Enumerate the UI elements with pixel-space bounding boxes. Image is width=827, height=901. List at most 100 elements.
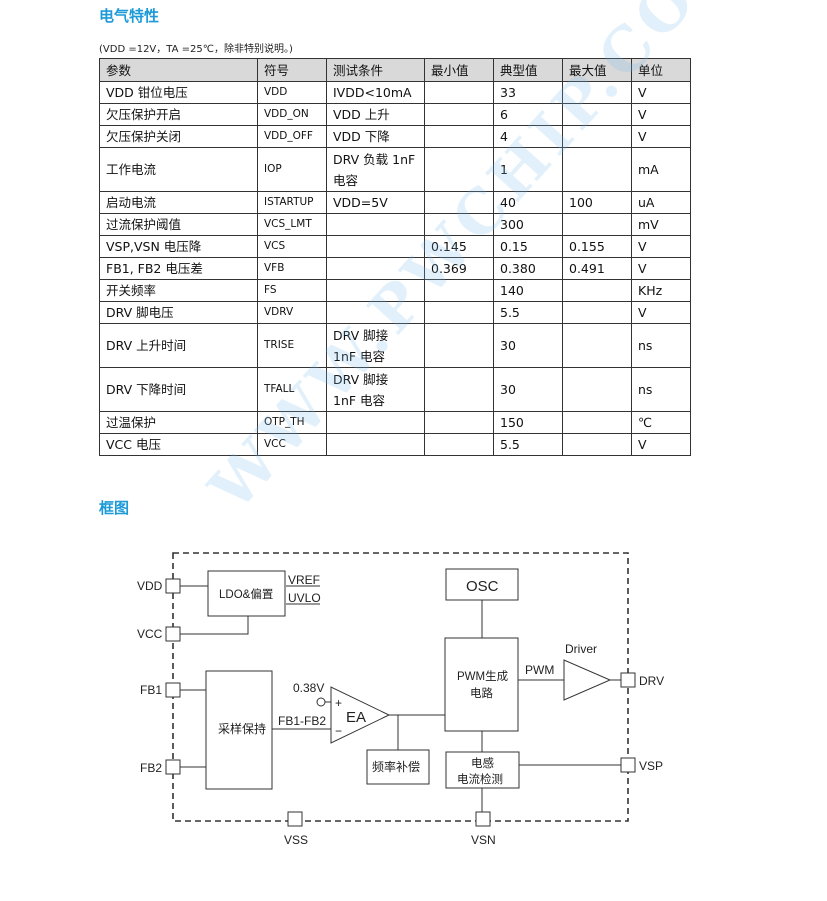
ea-amplifier [330, 686, 391, 744]
ref-voltage-label: 0.38V [293, 681, 324, 695]
ldo-block [207, 570, 286, 617]
cell-unit: mA [631, 147, 691, 192]
wire-vcc-ldo [180, 616, 249, 635]
cell-sym: OTP_TH [257, 411, 327, 434]
table-header-row: 参数符号测试条件最小值典型值最大值单位 [99, 58, 691, 82]
cell-cond-line1: DRV 负载 1nF [333, 151, 416, 167]
pin-vsp [620, 757, 636, 773]
cell-sym: VDD_ON [257, 103, 327, 126]
cell-cond [326, 411, 425, 434]
cell-max [562, 279, 632, 302]
pin-label-fb1: FB1 [140, 683, 162, 697]
block-diagram: VDD VCC FB1 FB2 VSS VSN DRV VSP LDO&偏置 V… [137, 552, 664, 847]
cell-param: DRV 上升时间 [99, 323, 258, 368]
test-conditions-note: (VDD =12V，TA =25℃，除非特别说明。) [99, 44, 293, 55]
cell-cond [326, 279, 425, 302]
cell-sym: TFALL [257, 367, 327, 412]
cell-sym: VDD [257, 81, 327, 104]
cell-cond: VDD 上升 [326, 103, 425, 126]
pin-label-vsp: VSP [639, 759, 663, 773]
column-header: 最大值 [562, 58, 632, 82]
cell-typ: 0.380 [493, 257, 563, 280]
cell-typ: 0.15 [493, 235, 563, 258]
cell-min [424, 147, 494, 192]
cell-param: DRV 下降时间 [99, 367, 258, 412]
cell-sym: TRISE [257, 323, 327, 368]
column-header: 典型值 [493, 58, 563, 82]
cell-typ: 300 [493, 213, 563, 236]
pin-label-vdd: VDD [137, 579, 163, 593]
cell-param: VSP,VSN 电压降 [99, 235, 258, 258]
column-header: 单位 [631, 58, 691, 82]
pin-label-drv: DRV [639, 674, 664, 688]
cell-typ: 5.5 [493, 433, 563, 456]
pin-fb2 [165, 759, 181, 775]
cell-typ: 40 [493, 191, 563, 214]
column-header: 符号 [257, 58, 327, 82]
cell-unit: V [631, 433, 691, 456]
ea-plus: + [335, 696, 342, 710]
cell-param: VCC 电压 [99, 433, 258, 456]
pin-label-fb2: FB2 [140, 761, 162, 775]
cell-min [424, 367, 494, 412]
freq-comp-block [366, 749, 430, 785]
driver-buffer [563, 659, 612, 701]
cell-cond-line1: DRV 脚接 [333, 327, 389, 343]
cell-typ: 6 [493, 103, 563, 126]
cell-sym: FS [257, 279, 327, 302]
cell-max [562, 147, 632, 192]
pwm-label-line1: PWM生成 [457, 669, 509, 683]
cell-typ: 30 [493, 323, 563, 368]
ea-minus: − [335, 724, 342, 738]
cell-param: 过流保护阈值 [99, 213, 258, 236]
cell-param: FB1, FB2 电压差 [99, 257, 258, 280]
cell-unit: V [631, 125, 691, 148]
sample-hold-label: 采样保持 [218, 721, 266, 736]
cell-min [424, 279, 494, 302]
pin-label-vsn: VSN [471, 833, 496, 847]
cell-param: 启动电流 [99, 191, 258, 214]
cell-sym: VFB [257, 257, 327, 280]
cell-unit: uA [631, 191, 691, 214]
pin-vdd [165, 578, 181, 594]
ldo-label: LDO&偏置 [219, 587, 273, 601]
cell-max [562, 125, 632, 148]
cell-sym: ISTARTUP [257, 191, 327, 214]
cell-min [424, 213, 494, 236]
cell-min [424, 125, 494, 148]
cell-unit: V [631, 235, 691, 258]
pin-fb1 [165, 682, 181, 698]
cell-sym: VCS_LMT [257, 213, 327, 236]
cell-min [424, 323, 494, 368]
cell-param: 过温保护 [99, 411, 258, 434]
cell-min [424, 411, 494, 434]
cell-param: 欠压保护关闭 [99, 125, 258, 148]
cell-typ: 30 [493, 367, 563, 412]
cell-max [562, 433, 632, 456]
pin-drv [620, 672, 636, 688]
cell-typ: 150 [493, 411, 563, 434]
cell-cond [326, 433, 425, 456]
section-title-block-diagram: 框图 [99, 499, 130, 517]
cell-min [424, 191, 494, 214]
cell-max [562, 323, 632, 368]
vref-label: VREF [288, 573, 320, 587]
cell-param: 欠压保护开启 [99, 103, 258, 126]
uvlo-label: UVLO [288, 591, 321, 605]
ea-label: EA [346, 709, 366, 726]
cell-param: 工作电流 [99, 147, 258, 192]
cell-min: 0.145 [424, 235, 494, 258]
cell-min [424, 103, 494, 126]
cell-cond-line1: DRV 脚接 [333, 371, 389, 387]
